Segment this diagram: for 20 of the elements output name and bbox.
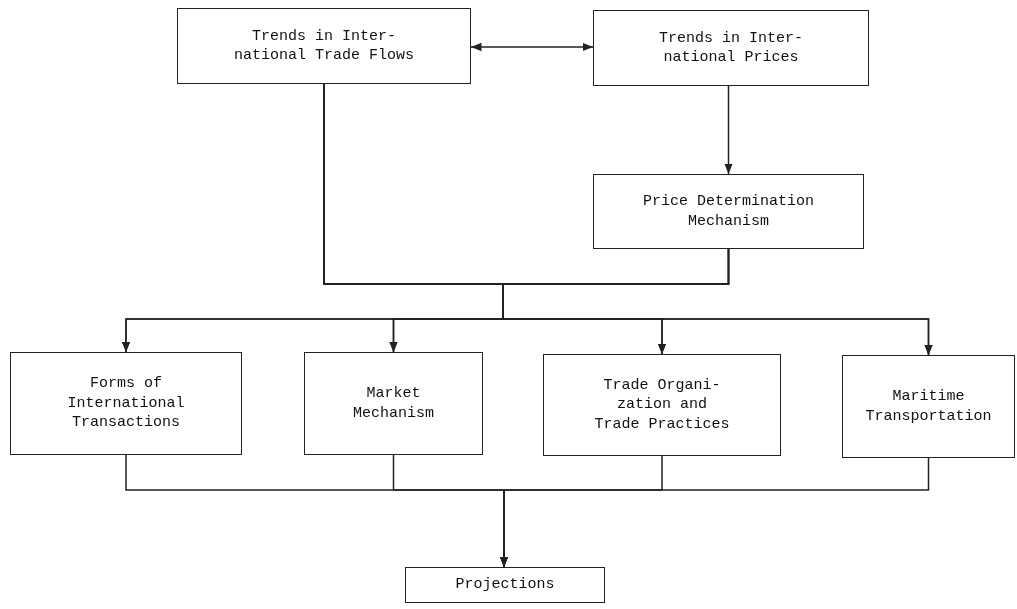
arrow: [724, 85, 733, 175]
process-box: [543, 354, 781, 456]
box-label: Projections: [454, 575, 556, 595]
arrow: [502, 248, 933, 356]
process-box: [177, 8, 471, 84]
box-label: Market Mechanism: [353, 384, 434, 423]
process-box: [593, 10, 869, 86]
box-label: Trade Organi- zation and Trade Practices: [594, 375, 730, 435]
process-box: [10, 352, 242, 455]
box-label: Forms of International Transactions: [67, 374, 185, 433]
process-box: [842, 355, 1015, 458]
box-label: Price Determination Mechanism: [643, 192, 814, 231]
arrow: [499, 457, 930, 568]
process-box: [593, 174, 864, 249]
box-label: Trends in Inter- national Trade Flows: [234, 26, 414, 66]
box-label: Trends in Inter- national Prices: [659, 28, 803, 68]
box-label: Maritime Transportation: [865, 387, 992, 426]
arrow: [470, 42, 594, 52]
process-box: [304, 352, 483, 455]
process-box: [405, 567, 605, 603]
